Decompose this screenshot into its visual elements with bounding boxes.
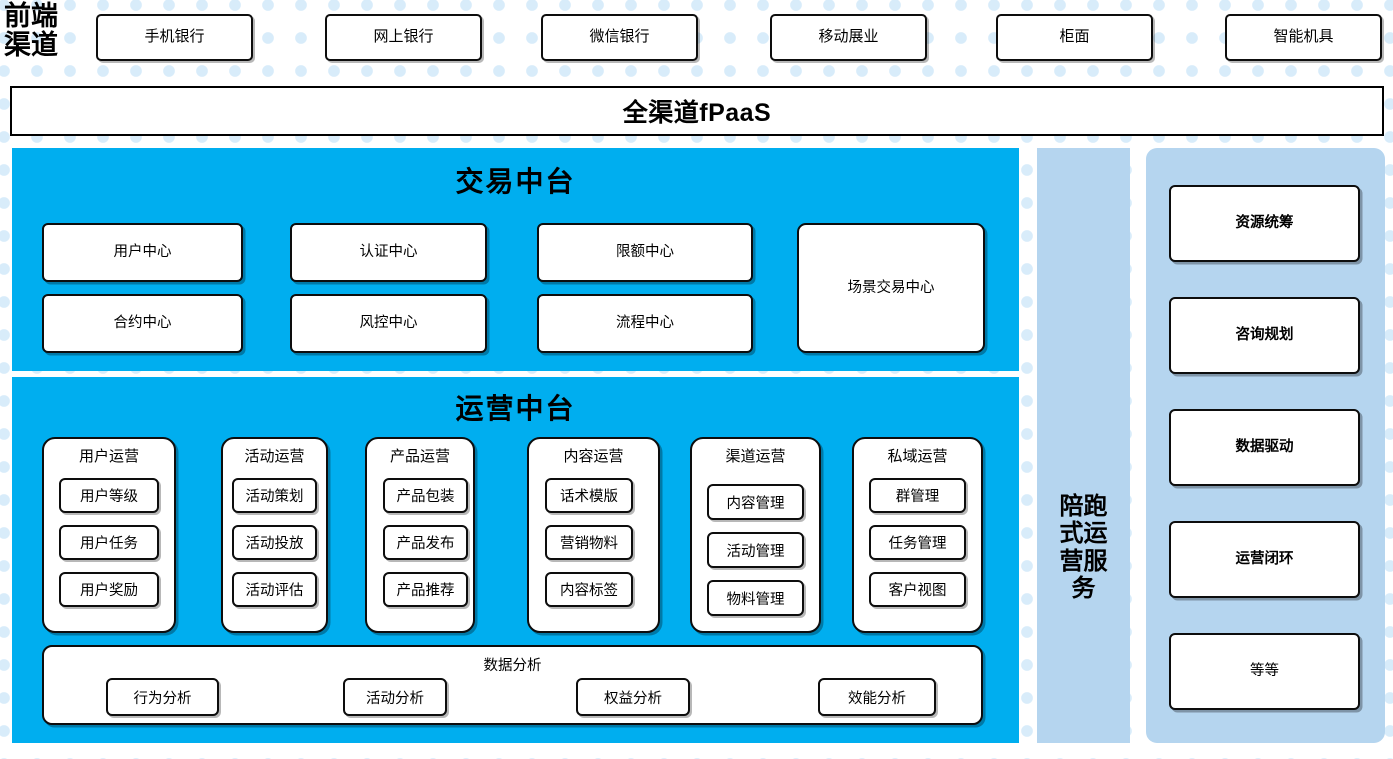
- cap-card-etc[interactable]: 等等: [1169, 633, 1360, 710]
- op-item-label: 活动投放: [245, 536, 304, 552]
- op-item-label: 用户奖励: [80, 583, 138, 599]
- op-group-title: 产品运营: [389, 448, 450, 465]
- tx-card-label: 流程中心: [616, 315, 674, 332]
- operation-platform-title: 运营中台: [455, 394, 576, 425]
- op-item-label: 产品发布: [396, 536, 455, 552]
- cap-card-label: 等等: [1250, 663, 1279, 680]
- transaction-platform-title: 交易中台: [455, 167, 576, 198]
- tx-card-limit-center[interactable]: 限额中心: [537, 223, 753, 282]
- front-channel-label-line1: 前端: [4, 1, 58, 31]
- cap-card-resource-coordination[interactable]: 资源统筹: [1169, 185, 1360, 262]
- op-item-campaign-planning[interactable]: 活动策划: [232, 478, 317, 513]
- tx-card-auth-center[interactable]: 认证中心: [290, 223, 487, 282]
- op-item-product-recommend[interactable]: 产品推荐: [383, 572, 468, 607]
- op-item-label: 客户视图: [888, 583, 947, 599]
- op-item-campaign-evaluation[interactable]: 活动评估: [232, 572, 317, 607]
- channel-item-label: 微信银行: [589, 28, 650, 46]
- da-item-behavior-analysis[interactable]: 行为分析: [106, 678, 219, 716]
- op-item-label: 用户等级: [80, 489, 138, 505]
- tx-card-label: 场景交易中心: [847, 279, 935, 296]
- da-item-label: 权益分析: [604, 690, 662, 707]
- cap-card-label: 资源统筹: [1235, 215, 1294, 232]
- channel-item-label: 柜面: [1059, 28, 1090, 46]
- op-item-label: 群管理: [895, 489, 940, 505]
- tx-card-scenario-trade-center[interactable]: 场景交易中心: [797, 223, 985, 353]
- op-item-label: 活动策划: [245, 489, 304, 505]
- op-item-label: 产品推荐: [396, 583, 455, 599]
- da-item-label: 效能分析: [848, 690, 906, 707]
- op-item-label: 内容管理: [726, 495, 785, 512]
- op-item-product-release[interactable]: 产品发布: [383, 525, 468, 560]
- tx-card-contract-center[interactable]: 合约中心: [42, 294, 243, 353]
- cap-card-label: 运营闭环: [1235, 551, 1294, 568]
- op-item-campaign-management[interactable]: 活动管理: [707, 532, 804, 568]
- op-group-title: 渠道运营: [725, 448, 786, 465]
- op-item-label: 活动管理: [726, 543, 785, 560]
- da-item-benefit-analysis[interactable]: 权益分析: [576, 678, 690, 716]
- data-analysis-title: 数据分析: [483, 658, 542, 674]
- channel-item-mobile-bank[interactable]: 手机银行: [96, 14, 253, 61]
- op-item-material-management[interactable]: 物料管理: [707, 580, 804, 616]
- op-item-campaign-delivery[interactable]: 活动投放: [232, 525, 317, 560]
- tx-card-user-center[interactable]: 用户中心: [42, 223, 243, 282]
- channel-item-online-bank[interactable]: 网上银行: [325, 14, 482, 61]
- tx-card-risk-center[interactable]: 风控中心: [290, 294, 487, 353]
- tx-card-label: 限额中心: [616, 244, 674, 261]
- channel-item-smart-device[interactable]: 智能机具: [1225, 14, 1382, 61]
- da-item-efficiency-analysis[interactable]: 效能分析: [818, 678, 936, 716]
- op-item-content-tag[interactable]: 内容标签: [545, 572, 633, 607]
- channel-item-label: 网上银行: [373, 28, 434, 46]
- op-item-task-management[interactable]: 任务管理: [869, 525, 966, 560]
- op-item-customer-view[interactable]: 客户视图: [869, 572, 966, 607]
- op-item-label: 活动评估: [245, 583, 304, 599]
- omnichannel-fpaas-bar[interactable]: 全渠道fPaaS: [10, 86, 1384, 136]
- cap-card-label: 数据驱动: [1235, 439, 1294, 456]
- front-channel-label: 前端 渠道: [4, 2, 88, 59]
- cap-card-operation-closed-loop[interactable]: 运营闭环: [1169, 521, 1360, 598]
- tx-card-process-center[interactable]: 流程中心: [537, 294, 753, 353]
- tx-card-label: 合约中心: [113, 315, 172, 332]
- channel-item-label: 移动展业: [818, 28, 879, 46]
- op-item-user-reward[interactable]: 用户奖励: [59, 572, 159, 607]
- op-item-label: 产品包装: [396, 489, 455, 505]
- da-item-label: 活动分析: [366, 690, 424, 707]
- op-item-user-level[interactable]: 用户等级: [59, 478, 159, 513]
- tx-card-label: 用户中心: [113, 244, 172, 261]
- op-item-label: 营销物料: [560, 536, 618, 552]
- cap-card-consulting-planning[interactable]: 咨询规划: [1169, 297, 1360, 374]
- tx-card-label: 风控中心: [359, 315, 418, 332]
- channel-item-wechat-bank[interactable]: 微信银行: [541, 14, 698, 61]
- channel-item-mobile-biz[interactable]: 移动展业: [770, 14, 927, 61]
- op-item-user-task[interactable]: 用户任务: [59, 525, 159, 560]
- op-item-label: 内容标签: [560, 583, 618, 599]
- op-item-content-management[interactable]: 内容管理: [707, 484, 804, 520]
- fpaas-label: 全渠道fPaaS: [622, 99, 772, 127]
- cap-card-label: 咨询规划: [1235, 327, 1294, 344]
- accompanying-service-label: 陪跑式运营服务: [1059, 493, 1108, 603]
- op-item-script-template[interactable]: 话术模版: [545, 478, 633, 513]
- op-group-title: 用户运营: [78, 448, 139, 465]
- op-item-product-packaging[interactable]: 产品包装: [383, 478, 468, 513]
- accompanying-service-column: 陪跑式运营服务: [1037, 148, 1130, 743]
- da-item-label: 行为分析: [133, 690, 192, 707]
- op-item-label: 用户任务: [80, 536, 138, 552]
- op-item-label: 话术模版: [560, 489, 618, 505]
- op-item-group-management[interactable]: 群管理: [869, 478, 966, 513]
- op-item-label: 物料管理: [726, 591, 785, 608]
- channel-item-label: 手机银行: [144, 28, 205, 46]
- channel-item-counter[interactable]: 柜面: [996, 14, 1153, 61]
- op-group-title: 活动运营: [244, 448, 305, 465]
- channel-item-label: 智能机具: [1273, 28, 1334, 46]
- cap-card-data-driven[interactable]: 数据驱动: [1169, 409, 1360, 486]
- op-group-title: 私域运营: [887, 448, 948, 465]
- da-item-campaign-analysis[interactable]: 活动分析: [343, 678, 447, 716]
- op-item-label: 任务管理: [888, 536, 947, 552]
- tx-card-label: 认证中心: [359, 244, 418, 261]
- op-item-marketing-material[interactable]: 营销物料: [545, 525, 633, 560]
- front-channel-label-line2: 渠道: [4, 29, 58, 60]
- op-group-title: 内容运营: [563, 448, 624, 465]
